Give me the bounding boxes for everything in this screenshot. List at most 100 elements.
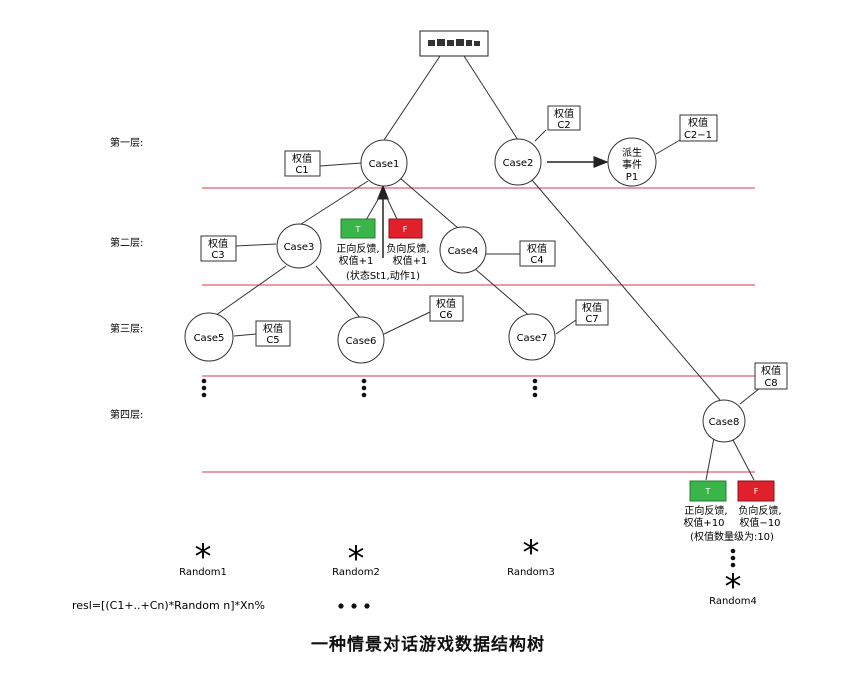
p1-label-line2: 事件	[622, 158, 642, 171]
asterisk-random1: *	[195, 537, 212, 577]
weight-c21: 权值 C2−1	[679, 114, 718, 142]
weight-c8-line1: 权值	[761, 364, 781, 377]
asterisk-random2: *	[348, 539, 365, 579]
feedback-case1-f-line2: 权值+1	[393, 254, 428, 267]
edge-case8-f	[731, 437, 755, 481]
weight-c6-line2: C6	[439, 310, 452, 321]
weight-c4-line1: 权值	[527, 242, 547, 255]
dots-case7	[532, 378, 538, 398]
weight-c3-line2: C3	[211, 250, 224, 261]
random4-label: Random4	[709, 596, 757, 607]
formula: resl=[(C1+..+Cn)*Random n]*Xn%	[72, 599, 265, 612]
feedback-case8-f-line1: 负向反馈,	[738, 504, 781, 517]
case7-node: Case7	[508, 313, 556, 361]
feedback-case8-note: (权值数量级为:10)	[690, 530, 774, 543]
random3-label: Random3	[507, 567, 555, 578]
case8-label: Case8	[709, 417, 740, 428]
case6-label: Case6	[346, 336, 377, 347]
edge-root-case1	[383, 55, 441, 141]
feedback-case1-t-line2: 权值+1	[339, 254, 374, 267]
weight-c5: 权值 C5	[255, 320, 291, 347]
feedback-case1-t-line1: 正向反馈,	[336, 242, 379, 255]
feedback-case1-f-line1: 负向反馈,	[386, 242, 429, 255]
false-box-case1-label: F	[403, 225, 408, 234]
dots-formula	[338, 603, 370, 609]
false-box-case1	[388, 218, 423, 239]
weight-c3-line1: 权值	[208, 237, 228, 250]
weight-c6: 权值 C6	[429, 295, 464, 322]
weight-c8-line2: C8	[764, 378, 777, 389]
edge-case4-case7	[473, 267, 533, 319]
edge-case3-case6	[315, 265, 363, 321]
connector-c1	[319, 162, 362, 167]
feedback-case1-state-note: (状态St1,动作1)	[346, 269, 420, 282]
feedback-case8-t-line2: 权值+10	[683, 516, 724, 529]
root-node	[419, 30, 489, 57]
random-markers: * Random1 * Random2 * Random3 * Random4	[179, 533, 757, 607]
weight-c1-line2: C1	[295, 165, 308, 176]
weight-c2-line2: C2	[557, 120, 570, 131]
layer-label-2: 第二层:	[110, 236, 143, 249]
edge-root-case2	[463, 55, 519, 141]
weight-c3: 权值 C3	[200, 235, 237, 262]
layer-labels: 第一层: 第二层: 第三层: 第四层:	[110, 136, 143, 421]
weight-c21-line1: 权值	[688, 116, 708, 129]
case1-label: Case1	[369, 159, 400, 170]
case7-label: Case7	[517, 333, 548, 344]
layer-label-4: 第四层:	[110, 408, 143, 421]
case2-label: Case2	[503, 158, 534, 169]
edge-case3-case5	[211, 265, 287, 319]
weight-c7-line2: C7	[585, 314, 598, 325]
feedback-case8-t-line1: 正向反馈,	[684, 504, 727, 517]
connector-c6	[383, 311, 431, 335]
weight-c4-line2: C4	[530, 255, 543, 266]
figure-caption: 一种情景对话游戏数据结构树	[311, 635, 545, 655]
case4-node: Case4	[439, 226, 487, 274]
weight-boxes: 权值 C1 权值 C2 权值 C2−1 权值 C3 权值 C4 权值 C5	[200, 105, 788, 390]
edge-case1-case3	[297, 180, 369, 227]
feedback-case1: T F 正向反馈, 权值+1 负向反馈, 权值+1 (状态St1,动作1)	[336, 218, 430, 282]
root-node-label-image	[428, 39, 480, 46]
layer-separators	[202, 187, 755, 473]
weight-c6-line1: 权值	[436, 297, 456, 310]
asterisk-random3: *	[523, 533, 540, 573]
true-box-case1-label: T	[355, 225, 361, 234]
random2-label: Random2	[332, 567, 380, 578]
weight-c7: 权值 C7	[575, 299, 609, 326]
p1-label-line3: P1	[626, 172, 638, 183]
case1-node: Case1	[360, 139, 408, 187]
feedback-case8-f-line2: 权值−10	[739, 516, 780, 529]
case8-node: Case8	[702, 399, 746, 443]
connector-c7	[555, 319, 577, 335]
case4-label: Case4	[448, 246, 479, 257]
weight-c4: 权值 C4	[519, 240, 556, 267]
true-box-case8	[689, 480, 727, 502]
connector-c21	[655, 139, 681, 155]
weight-c5-line2: C5	[266, 335, 279, 346]
layer-label-3: 第三层:	[110, 322, 143, 335]
weight-c8: 权值 C8	[754, 362, 788, 390]
weight-c2: 权值 C2	[547, 105, 581, 131]
dots-case5	[201, 378, 207, 398]
continuation-dots	[201, 378, 736, 609]
false-box-case8-label: F	[754, 487, 759, 496]
connector-c5	[233, 333, 257, 337]
weight-c7-line1: 权值	[582, 301, 602, 314]
case2-node: Case2	[494, 138, 542, 186]
false-box-case8	[737, 480, 775, 502]
case5-label: Case5	[194, 333, 225, 344]
weight-c1: 权值 C1	[284, 150, 321, 177]
true-box-case1	[340, 218, 376, 239]
asterisk-random4: *	[725, 567, 742, 607]
dots-case6	[361, 378, 367, 398]
random1-label: Random1	[179, 567, 227, 578]
connector-c3	[235, 243, 277, 247]
connector-c2	[534, 129, 547, 142]
layer-label-1: 第一层:	[110, 136, 143, 149]
edge-case1-case4	[399, 177, 459, 229]
case3-label: Case3	[284, 242, 315, 253]
weight-c2-line1: 权值	[554, 107, 574, 120]
p1-node: 派生 事件 P1	[607, 137, 657, 187]
feedback-case8: T F 正向反馈, 权值+10 负向反馈, 权值−10 (权值数量级为:10)	[683, 480, 782, 543]
edge-case2-case8	[531, 179, 721, 401]
